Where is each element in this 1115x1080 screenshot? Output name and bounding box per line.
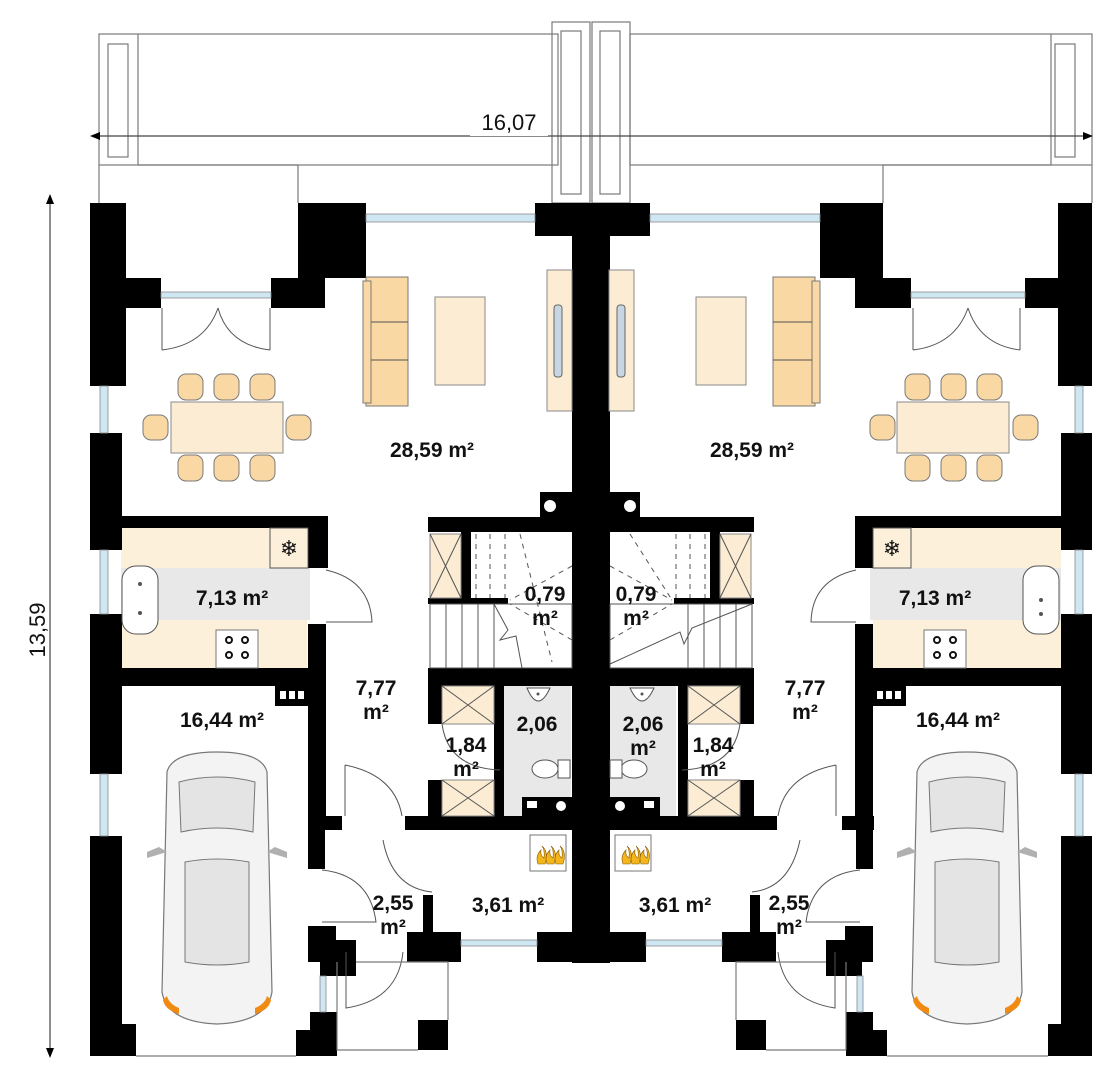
wardrobe-area-right: 1,84: [693, 734, 734, 757]
room-labels-right: 28,59 m² 7,13 m² 7,77 m² 0,79 m² 2,06 m²…: [616, 439, 1000, 939]
kitchen-area-right: 7,13 m²: [899, 587, 971, 610]
wardrobe-unit-left: m²: [453, 758, 479, 781]
bathroom-fixtures-right: [609, 687, 655, 811]
flame-icon: [529, 834, 567, 872]
toilet-icon: [531, 759, 559, 779]
vestibule-area-right: 2,55: [769, 892, 810, 915]
wardrobe-area-left: 1,84: [446, 734, 487, 757]
terrace-outline: [98, 21, 1093, 204]
living-dining-area-left: 28,59 m²: [390, 439, 474, 462]
kitchen-area-left: 7,13 m²: [196, 587, 268, 610]
door-swings: [161, 307, 1021, 1009]
boiler-room-area-left: 3,61 m²: [472, 894, 544, 917]
hall-unit-left: m²: [363, 701, 389, 724]
stair-storage-area-left: 0,79: [525, 583, 566, 606]
windows: [99, 213, 1084, 1013]
boiler-room-area-right: 3,61 m²: [639, 894, 711, 917]
garage-area-left: 16,44 m²: [180, 709, 264, 732]
bathroom-fixtures-left: [526, 687, 571, 811]
kitchen-counter-right: [873, 528, 1061, 570]
bathroom-area-left: 2,06: [517, 713, 558, 736]
stove-icon: [225, 636, 249, 659]
garage-area-right: 16,44 m²: [916, 709, 1000, 732]
snowflake-icon: ❄: [280, 536, 298, 561]
stair-storage-unit-left: m²: [532, 607, 558, 630]
vestibule-unit-left: m²: [380, 916, 406, 939]
width-dimension-label: 16,07: [481, 110, 536, 135]
staircase-left: [429, 533, 573, 669]
height-dimension: 13,59: [25, 194, 54, 1058]
flame-icon: [614, 834, 652, 872]
toilet-icon: [620, 759, 648, 779]
kitchen-fixtures-right: ❄: [872, 527, 1060, 669]
height-dimension-label: 13,59: [25, 602, 50, 657]
bathroom-area-right: 2,06: [623, 713, 664, 736]
kitchen-counter-left: [121, 528, 307, 570]
width-dimension: 16,07: [90, 110, 1093, 140]
stair-storage-unit-right: m²: [623, 607, 649, 630]
stove-icon: [933, 636, 957, 659]
staircase-right: [609, 533, 753, 669]
vestibule-area-left: 2,55: [373, 892, 414, 915]
stair-storage-area-right: 0,79: [616, 583, 657, 606]
living-furniture-left: [142, 269, 573, 482]
kitchen-fixtures-left: ❄: [121, 527, 309, 669]
bathroom-unit-right: m²: [630, 737, 656, 760]
walls: [90, 203, 1092, 1056]
hall-area-left: 7,77: [356, 677, 397, 700]
living-furniture-right: [608, 269, 1039, 482]
hall-area-right: 7,77: [785, 677, 826, 700]
vestibule-unit-right: m²: [776, 916, 802, 939]
car-icon-left: [147, 751, 287, 1025]
room-labels-left: 28,59 m² 7,13 m² 7,77 m² 0,79 m² 2,06 1,…: [180, 439, 565, 939]
wardrobe-unit-right: m²: [700, 758, 726, 781]
hall-unit-right: m²: [792, 701, 818, 724]
car-icon-right: [897, 751, 1037, 1025]
vent-grille-icon: [280, 691, 901, 699]
snowflake-icon: ❄: [883, 536, 901, 561]
living-dining-area-right: 28,59 m²: [710, 439, 794, 462]
wardrobes: [441, 685, 741, 817]
porch-outline: [136, 961, 1048, 1057]
